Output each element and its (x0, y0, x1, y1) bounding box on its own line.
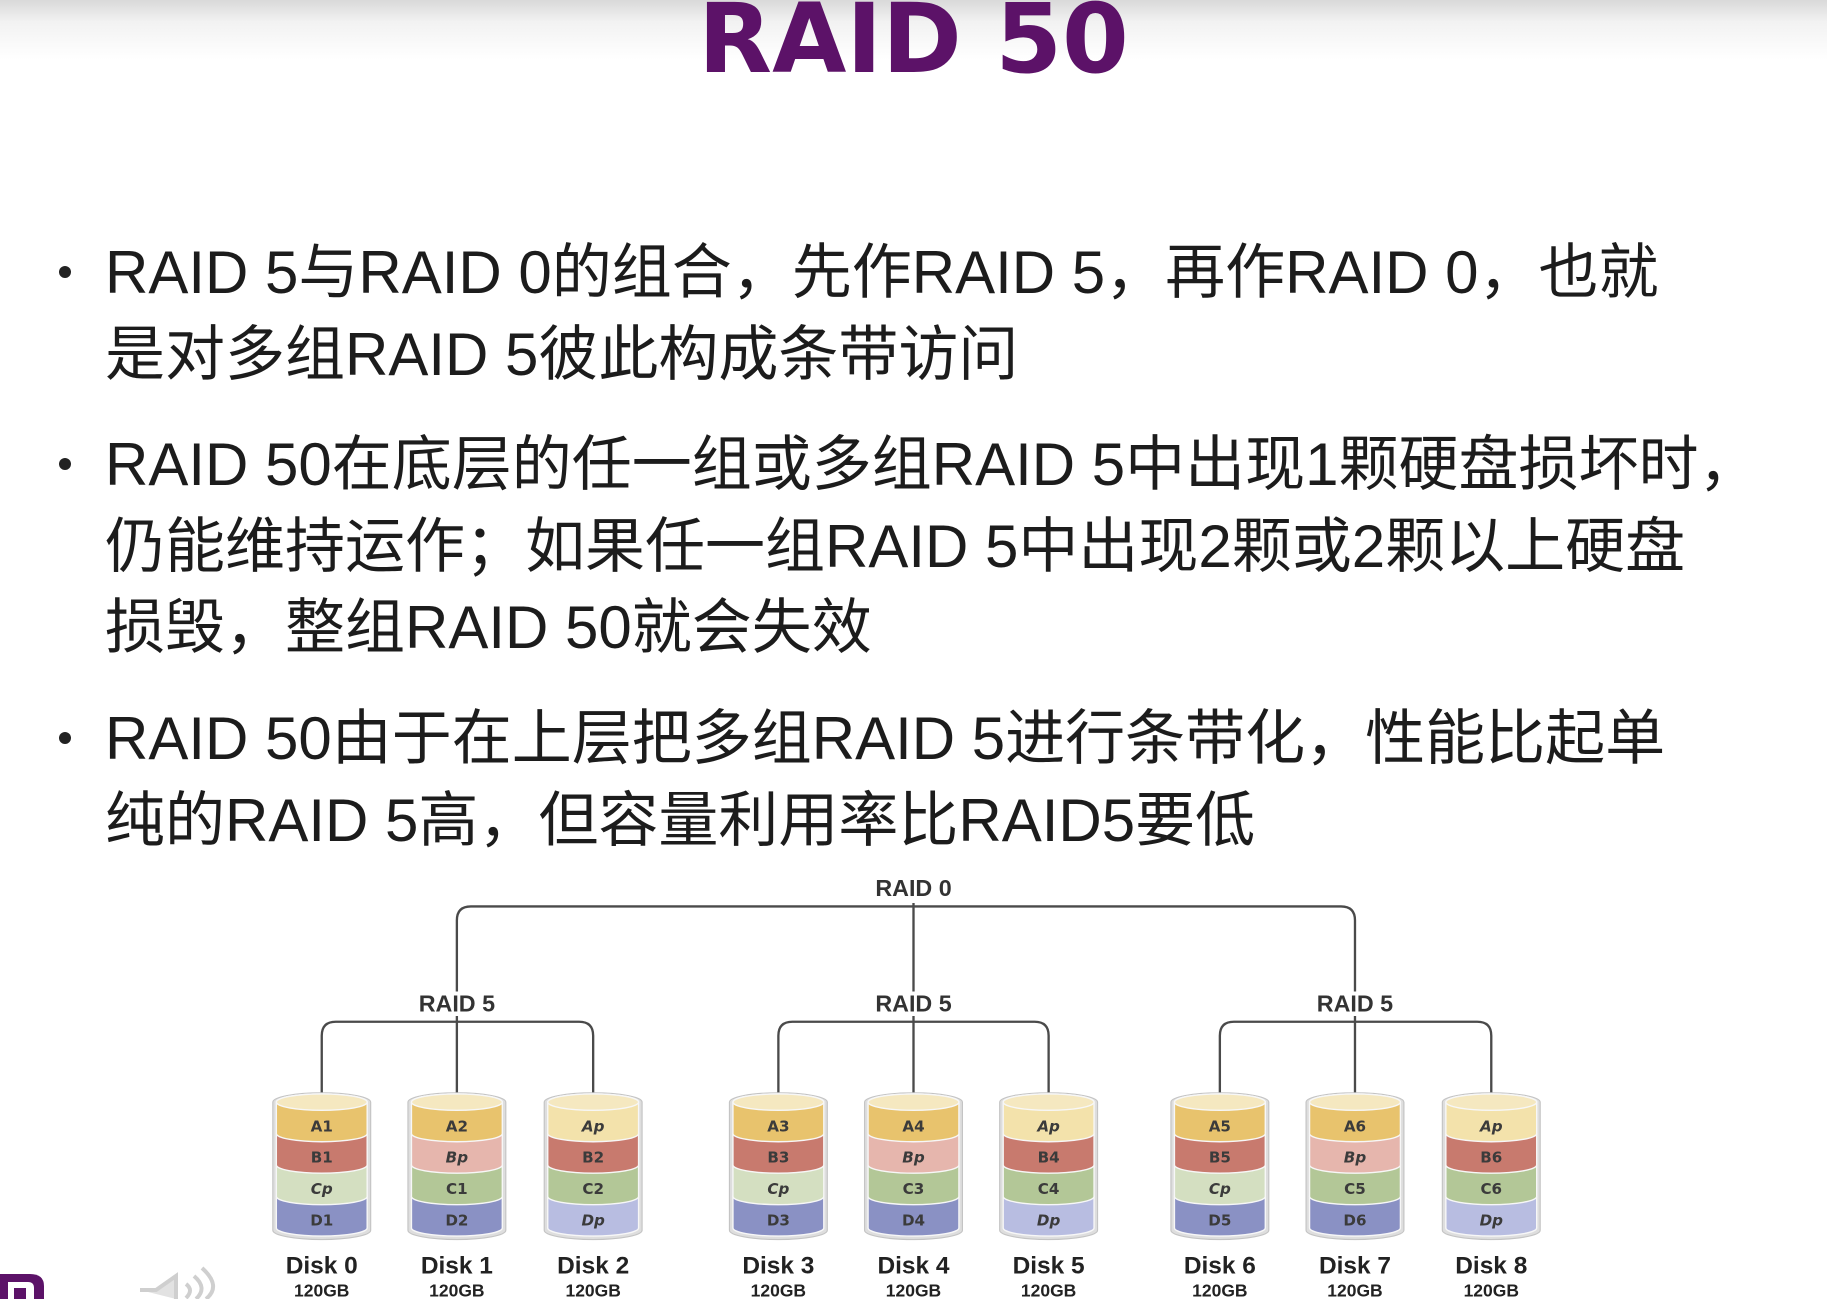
disk-size: 120GB (886, 1281, 941, 1299)
bullet-line: RAID 50由于在上层把多组RAID 5进行条带化，性能比起单 (105, 705, 1666, 772)
disk-name: Disk 4 (877, 1252, 949, 1279)
corner-decor (0, 1266, 215, 1299)
disk-size: 120GB (1021, 1281, 1076, 1299)
disk-5-block-label: B4 (1038, 1149, 1060, 1167)
disk-name: Disk 5 (1013, 1252, 1085, 1279)
disk-0-block-label: A1 (311, 1117, 333, 1135)
disk-8-block-label: C6 (1480, 1180, 1502, 1198)
disk-7-block-label: D6 (1343, 1212, 1366, 1230)
bullet-dot (59, 266, 71, 278)
disk-0-block-label: B1 (311, 1149, 333, 1167)
disk-5-block-label: C4 (1038, 1180, 1060, 1198)
disk-1-block-label: Bp (446, 1149, 469, 1167)
disk-3-block-label: Cp (767, 1180, 789, 1198)
bullet-line: 仍能维持运作；如果任一组RAID 5中出现2颗或2颗以上硬盘 (105, 512, 1686, 580)
disk-6-block-label: A5 (1209, 1117, 1231, 1135)
disk-size: 120GB (751, 1281, 806, 1299)
disk-name: Disk 1 (421, 1252, 493, 1279)
disk-5-block-label: Dp (1037, 1212, 1061, 1230)
disk-1-block-label: C1 (446, 1180, 468, 1198)
disk-3-block-label: D3 (767, 1212, 790, 1230)
raid0-label: RAID 0 (875, 875, 951, 901)
disk-7-block-label: A6 (1344, 1117, 1366, 1135)
logo-fragment (0, 1274, 44, 1299)
bullet-dot (59, 458, 71, 470)
disk-top-cap (867, 1093, 960, 1111)
disk-7-block-label: C5 (1344, 1180, 1366, 1198)
raid5-label-2: RAID 5 (1317, 990, 1393, 1016)
disk-6-block-label: D5 (1208, 1212, 1231, 1230)
bullet-dot (59, 732, 71, 744)
disk-6-block-label: B5 (1209, 1149, 1231, 1167)
disk-4-block-label: A4 (902, 1117, 924, 1135)
bullet-line: RAID 5与RAID 0的组合，先作RAID 5，再作RAID 0，也就 (105, 239, 1659, 306)
disk-2-block-label: B2 (582, 1149, 604, 1167)
disk-1-block-label: D2 (445, 1212, 468, 1230)
disk-size: 120GB (429, 1281, 484, 1299)
disk-0-block-label: D1 (310, 1212, 333, 1230)
disk-name: Disk 7 (1319, 1252, 1391, 1279)
disk-5-block-label: Ap (1036, 1117, 1060, 1135)
disk-name: Disk 3 (742, 1252, 814, 1279)
disk-top-cap (732, 1093, 825, 1111)
disk-size: 120GB (1192, 1281, 1247, 1299)
bullet-line: 是对多组RAID 5彼此构成条带访问 (105, 320, 1019, 388)
disk-name: Disk 0 (286, 1252, 358, 1279)
disk-2-block-label: Ap (581, 1117, 605, 1135)
disk-4-block-label: Bp (902, 1149, 925, 1167)
disk-4-block-label: C3 (903, 1180, 925, 1198)
disk-8-block-label: B6 (1480, 1149, 1502, 1167)
raid5-label-0: RAID 5 (419, 990, 495, 1016)
disk-3-block-label: A3 (767, 1117, 789, 1135)
bullet-3: RAID 50由于在上层把多组RAID 5进行条带化，性能比起单 纯的RAID … (0, 698, 1827, 861)
raid5-label-1: RAID 5 (875, 990, 951, 1016)
disk-top-cap (275, 1093, 368, 1111)
disk-8-block-label: Ap (1479, 1117, 1503, 1135)
bullet-line: 纯的RAID 5高，但容量利用率比RAID5要低 (105, 786, 1256, 854)
page-title: RAID 50 (698, 0, 1129, 95)
disk-2-block-label: C2 (582, 1180, 604, 1198)
disk-top-cap (1308, 1093, 1402, 1111)
disk-top-cap (1445, 1093, 1538, 1111)
disk-top-cap (547, 1093, 640, 1111)
disk-7-block-label: Bp (1344, 1149, 1367, 1167)
disk-1-block-label: A2 (446, 1117, 468, 1135)
bullet-1: RAID 5与RAID 0的组合，先作RAID 5，再作RAID 0，也就 是对… (0, 232, 1827, 395)
disk-2-block-label: Dp (581, 1212, 605, 1230)
bullet-line: 损毁，整组RAID 50就会失效 (105, 594, 872, 661)
disk-3-block-label: B3 (767, 1149, 789, 1167)
disk-top-cap (1002, 1093, 1095, 1111)
disk-size: 120GB (1327, 1281, 1382, 1299)
disk-top-cap (1173, 1093, 1266, 1111)
disk-size: 120GB (1464, 1281, 1519, 1299)
disk-size: 120GB (565, 1281, 620, 1299)
disk-0-block-label: Cp (311, 1180, 333, 1198)
disk-size: 120GB (294, 1281, 349, 1299)
disk-6-block-label: Cp (1209, 1180, 1231, 1198)
disk-4-block-label: D4 (902, 1212, 925, 1230)
raid0-connector (455, 905, 1357, 992)
disk-name: Disk 8 (1455, 1252, 1527, 1279)
bullet-line: RAID 50在底层的任一组或多组RAID 5中出现1颗硬盘损坏时， (105, 431, 1759, 498)
disk-8-block-label: Dp (1480, 1212, 1504, 1230)
disk-name: Disk 2 (557, 1252, 629, 1279)
speaker-icon (140, 1266, 215, 1299)
disk-name: Disk 6 (1184, 1252, 1256, 1279)
disk-top-cap (410, 1093, 504, 1111)
bullet-2: RAID 50在底层的任一组或多组RAID 5中出现1颗硬盘损坏时， 仍能维持运… (0, 424, 1827, 669)
